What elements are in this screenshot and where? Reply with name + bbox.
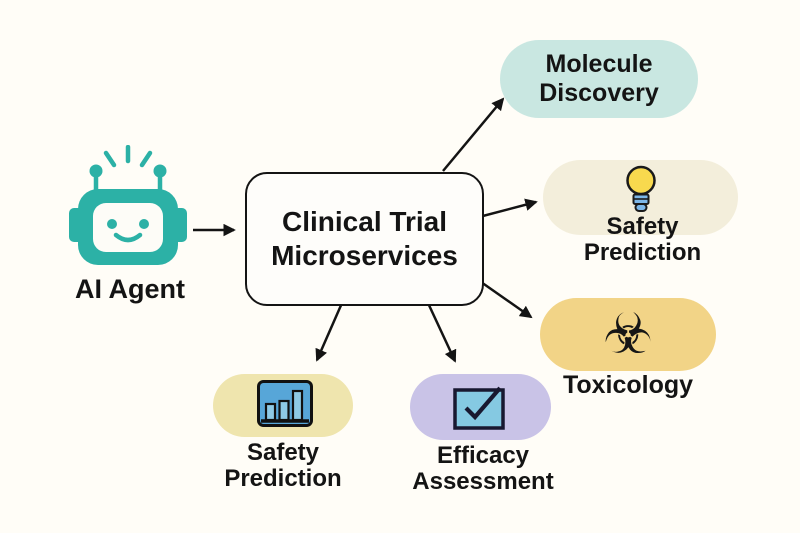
arrow-hub-to-molecule-discovery [442,97,505,172]
lightbulb-icon [626,165,656,212]
safety-prediction-right-line2: Prediction [583,239,702,267]
service-pill-molecule-discovery: Molecule Discovery [500,40,698,118]
safety-prediction-right-label: Safety Prediction [545,213,740,267]
efficacy-assessment-line2: Assessment [412,468,554,496]
safety-prediction-right-line1: Safety [606,213,679,240]
safety-prediction-bottom-line2: Prediction [224,465,342,493]
arrow-hub-to-toxicology [480,280,533,319]
hub-box-clinical-trial-microservices: Clinical Trial Microservices [245,172,484,306]
hub-label-line2: Microservices [271,240,458,271]
molecule-discovery-label-line1: Molecule [545,50,653,79]
bar-chart-icon [257,380,313,427]
molecule-discovery-label-line2: Discovery [539,79,659,107]
efficacy-assessment-line1: Efficacy [436,442,530,469]
safety-prediction-bottom-label: Safety Prediction [176,439,390,493]
efficacy-assessment-label: Efficacy Assessment [373,442,593,496]
toxicology-label: Toxicology [562,371,694,399]
ai-agent-label: AI Agent [75,274,185,304]
arrow-hub-to-efficacy-assessment [426,302,457,363]
arrow-hub-to-safety-prediction-bottom [315,302,344,362]
service-pill-toxicology: ☣ [540,298,716,371]
safety-prediction-bottom-line1: Safety [246,439,320,466]
checkbox-icon [453,386,505,430]
robot-icon [69,145,187,265]
biohazard-icon: ☣ [602,301,654,367]
hub-label-line1: Clinical Trial [282,205,447,237]
arrow-hub-to-safety-prediction-right [478,198,538,219]
